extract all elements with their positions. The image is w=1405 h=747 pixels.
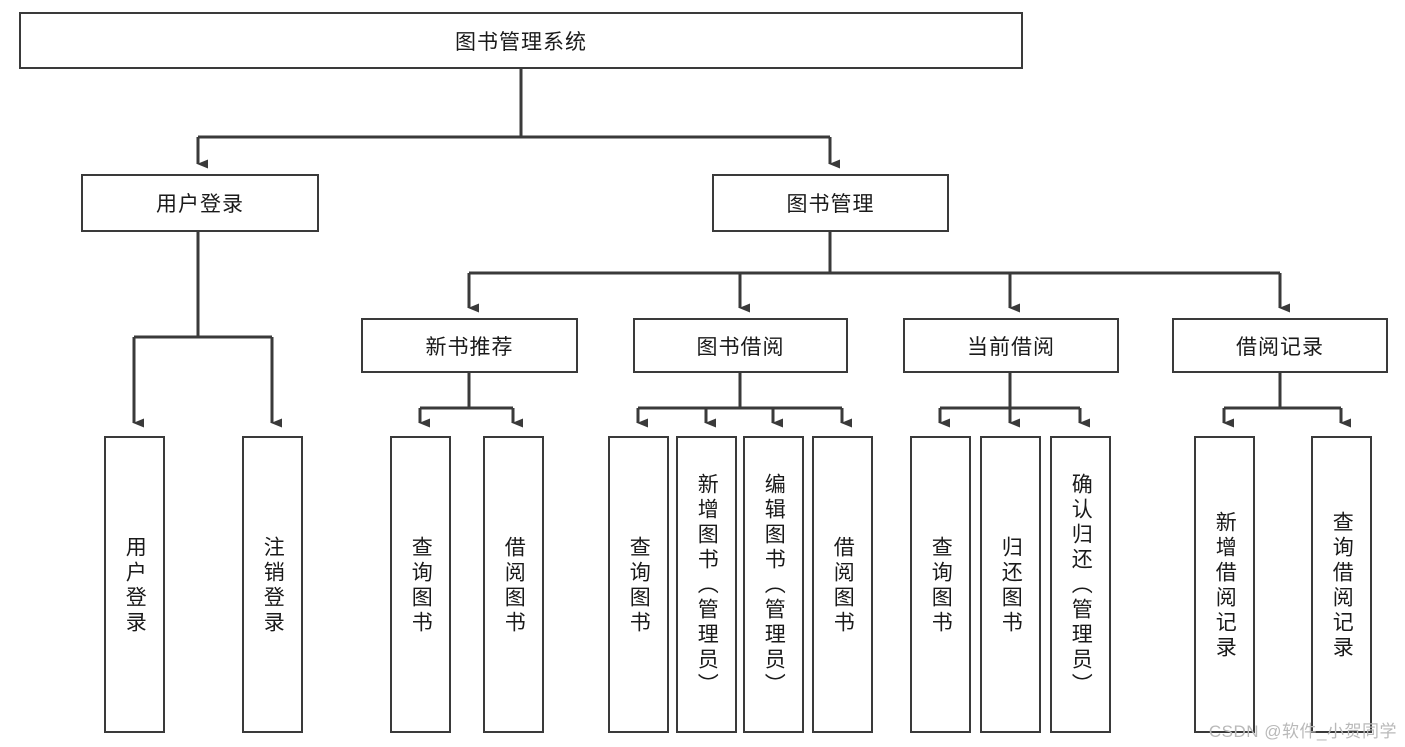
node-label: 用户登录 <box>156 193 244 216</box>
node-label: 注销登录 <box>261 535 285 636</box>
node-label: 新增图书（管理员） <box>695 473 719 698</box>
node-label: 确认归还（管理员） <box>1069 473 1093 698</box>
node-leaf-return-book[interactable]: 归还图书 <box>980 436 1041 733</box>
node-label: 借阅图书 <box>831 535 855 636</box>
node-leaf-user-login[interactable]: 用户登录 <box>104 436 165 733</box>
node-leaf-query-book-borrow[interactable]: 查询图书 <box>608 436 669 733</box>
node-label: 新增借阅记录 <box>1213 510 1237 661</box>
node-leaf-query-borrow-record[interactable]: 查询借阅记录 <box>1311 436 1372 733</box>
node-leaf-query-book-recommend[interactable]: 查询图书 <box>390 436 451 733</box>
node-label: 归还图书 <box>999 535 1023 636</box>
node-label: 查询图书 <box>929 535 953 636</box>
node-book-borrow[interactable]: 图书借阅 <box>633 318 848 373</box>
node-book-management[interactable]: 图书管理 <box>712 174 949 232</box>
node-label: 借阅图书 <box>502 535 526 636</box>
node-user-login[interactable]: 用户登录 <box>81 174 319 232</box>
node-leaf-logout[interactable]: 注销登录 <box>242 436 303 733</box>
node-current-borrow[interactable]: 当前借阅 <box>903 318 1119 373</box>
node-label: 新书推荐 <box>425 335 514 359</box>
node-label: 查询图书 <box>409 535 433 636</box>
node-label: 查询借阅记录 <box>1330 510 1354 661</box>
node-leaf-add-borrow-record[interactable]: 新增借阅记录 <box>1194 436 1255 733</box>
node-label: 编辑图书（管理员） <box>762 473 786 698</box>
node-label: 当前借阅 <box>967 335 1055 359</box>
node-borrow-record[interactable]: 借阅记录 <box>1172 318 1388 373</box>
node-leaf-confirm-return-admin[interactable]: 确认归还（管理员） <box>1050 436 1111 733</box>
node-label: 图书管理 <box>786 193 875 216</box>
node-label: 图书管理系统 <box>455 30 587 54</box>
node-leaf-borrow-book[interactable]: 借阅图书 <box>812 436 873 733</box>
node-leaf-borrow-book-recommend[interactable]: 借阅图书 <box>483 436 544 733</box>
watermark-text: CSDN @软件_小贺同学 <box>1208 722 1397 741</box>
node-new-book-recommend[interactable]: 新书推荐 <box>361 318 578 373</box>
node-label: 用户登录 <box>123 535 147 636</box>
node-leaf-add-book-admin[interactable]: 新增图书（管理员） <box>676 436 737 733</box>
node-leaf-query-book-current[interactable]: 查询图书 <box>910 436 971 733</box>
node-root-book-management-system[interactable]: 图书管理系统 <box>19 12 1023 69</box>
node-label: 借阅记录 <box>1236 335 1324 359</box>
node-leaf-edit-book-admin[interactable]: 编辑图书（管理员） <box>743 436 804 733</box>
node-label: 查询图书 <box>627 535 651 636</box>
node-label: 图书借阅 <box>696 335 785 359</box>
